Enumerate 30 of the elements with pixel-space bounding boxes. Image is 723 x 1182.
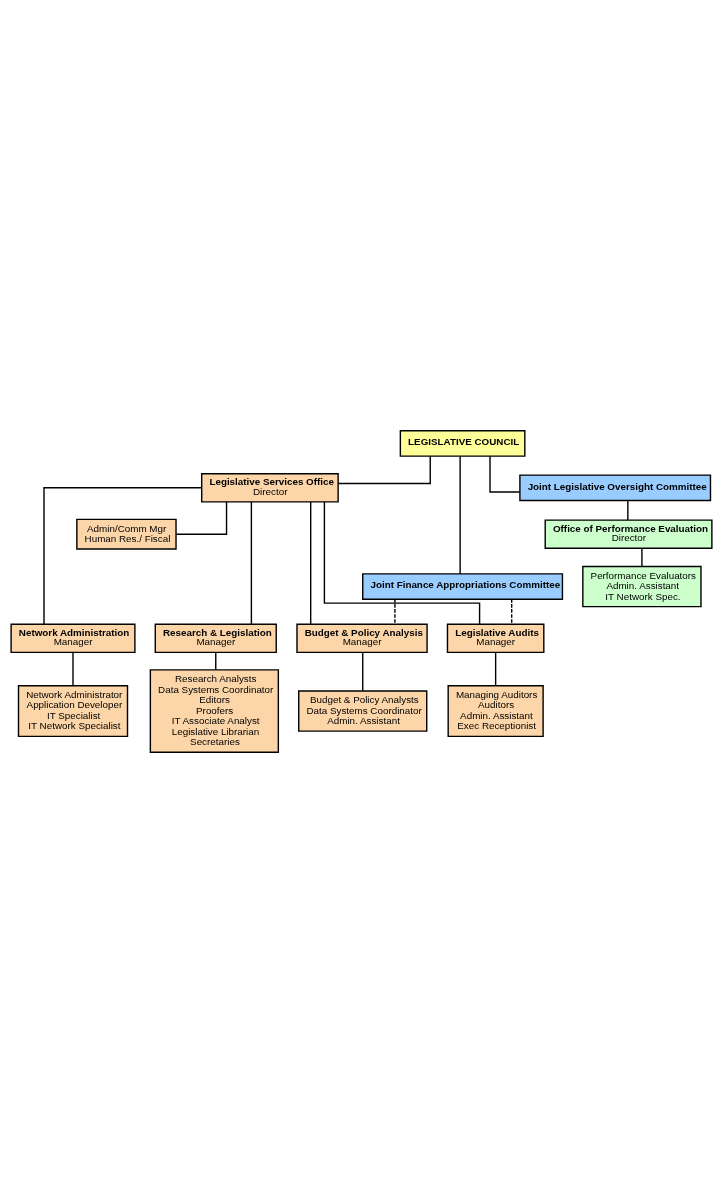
node-box: Research & Legislation Manager	[154, 623, 277, 653]
connector	[394, 598, 396, 625]
connector	[627, 499, 629, 521]
connector	[494, 651, 497, 686]
connector	[175, 500, 228, 535]
node-box: Joint Legislative Oversight Committee	[519, 473, 712, 501]
connector	[459, 454, 461, 575]
node-box: Budget & Policy Analysis Manager	[296, 623, 428, 653]
node-box: Joint Finance Appropriations Committee	[362, 572, 564, 600]
connector	[362, 651, 364, 692]
node-box: Managing Auditors Auditors Admin. Assistant Exec Receptionist	[447, 684, 544, 737]
node-box: Admin/Comm Mgr Human Res./ Fiscal	[76, 518, 177, 550]
connector	[250, 500, 253, 625]
node-box: Legislative Services Office Director	[201, 472, 339, 503]
node-box: Legislative Audits Manager	[446, 623, 545, 653]
connector	[337, 454, 431, 484]
node-box: Budget & Policy Analysts Data Systems Coordinator Admin. Assistant	[298, 689, 428, 732]
connector	[72, 651, 74, 686]
node-box: Network Administrator Application Developer IT Specialist IT Network Specialist	[17, 684, 129, 737]
connector	[323, 500, 481, 625]
connector	[489, 455, 521, 493]
node-box: Performance Evaluators Admin. Assistant IT Network Spec.	[582, 565, 702, 607]
connector	[310, 500, 312, 625]
node-box: Research Analysts Data Systems Coordinator Editors Proofers IT Associate Analyst Legislative Librarian Secretaries	[149, 668, 280, 753]
node-box: Network Administration Manager	[10, 623, 136, 653]
connector	[641, 547, 643, 567]
connector	[511, 598, 513, 625]
node-box: LEGISLATIVE COUNCIL	[399, 429, 526, 457]
connector	[43, 486, 203, 625]
node-box: Office of Performance Evaluation Director	[544, 518, 713, 549]
